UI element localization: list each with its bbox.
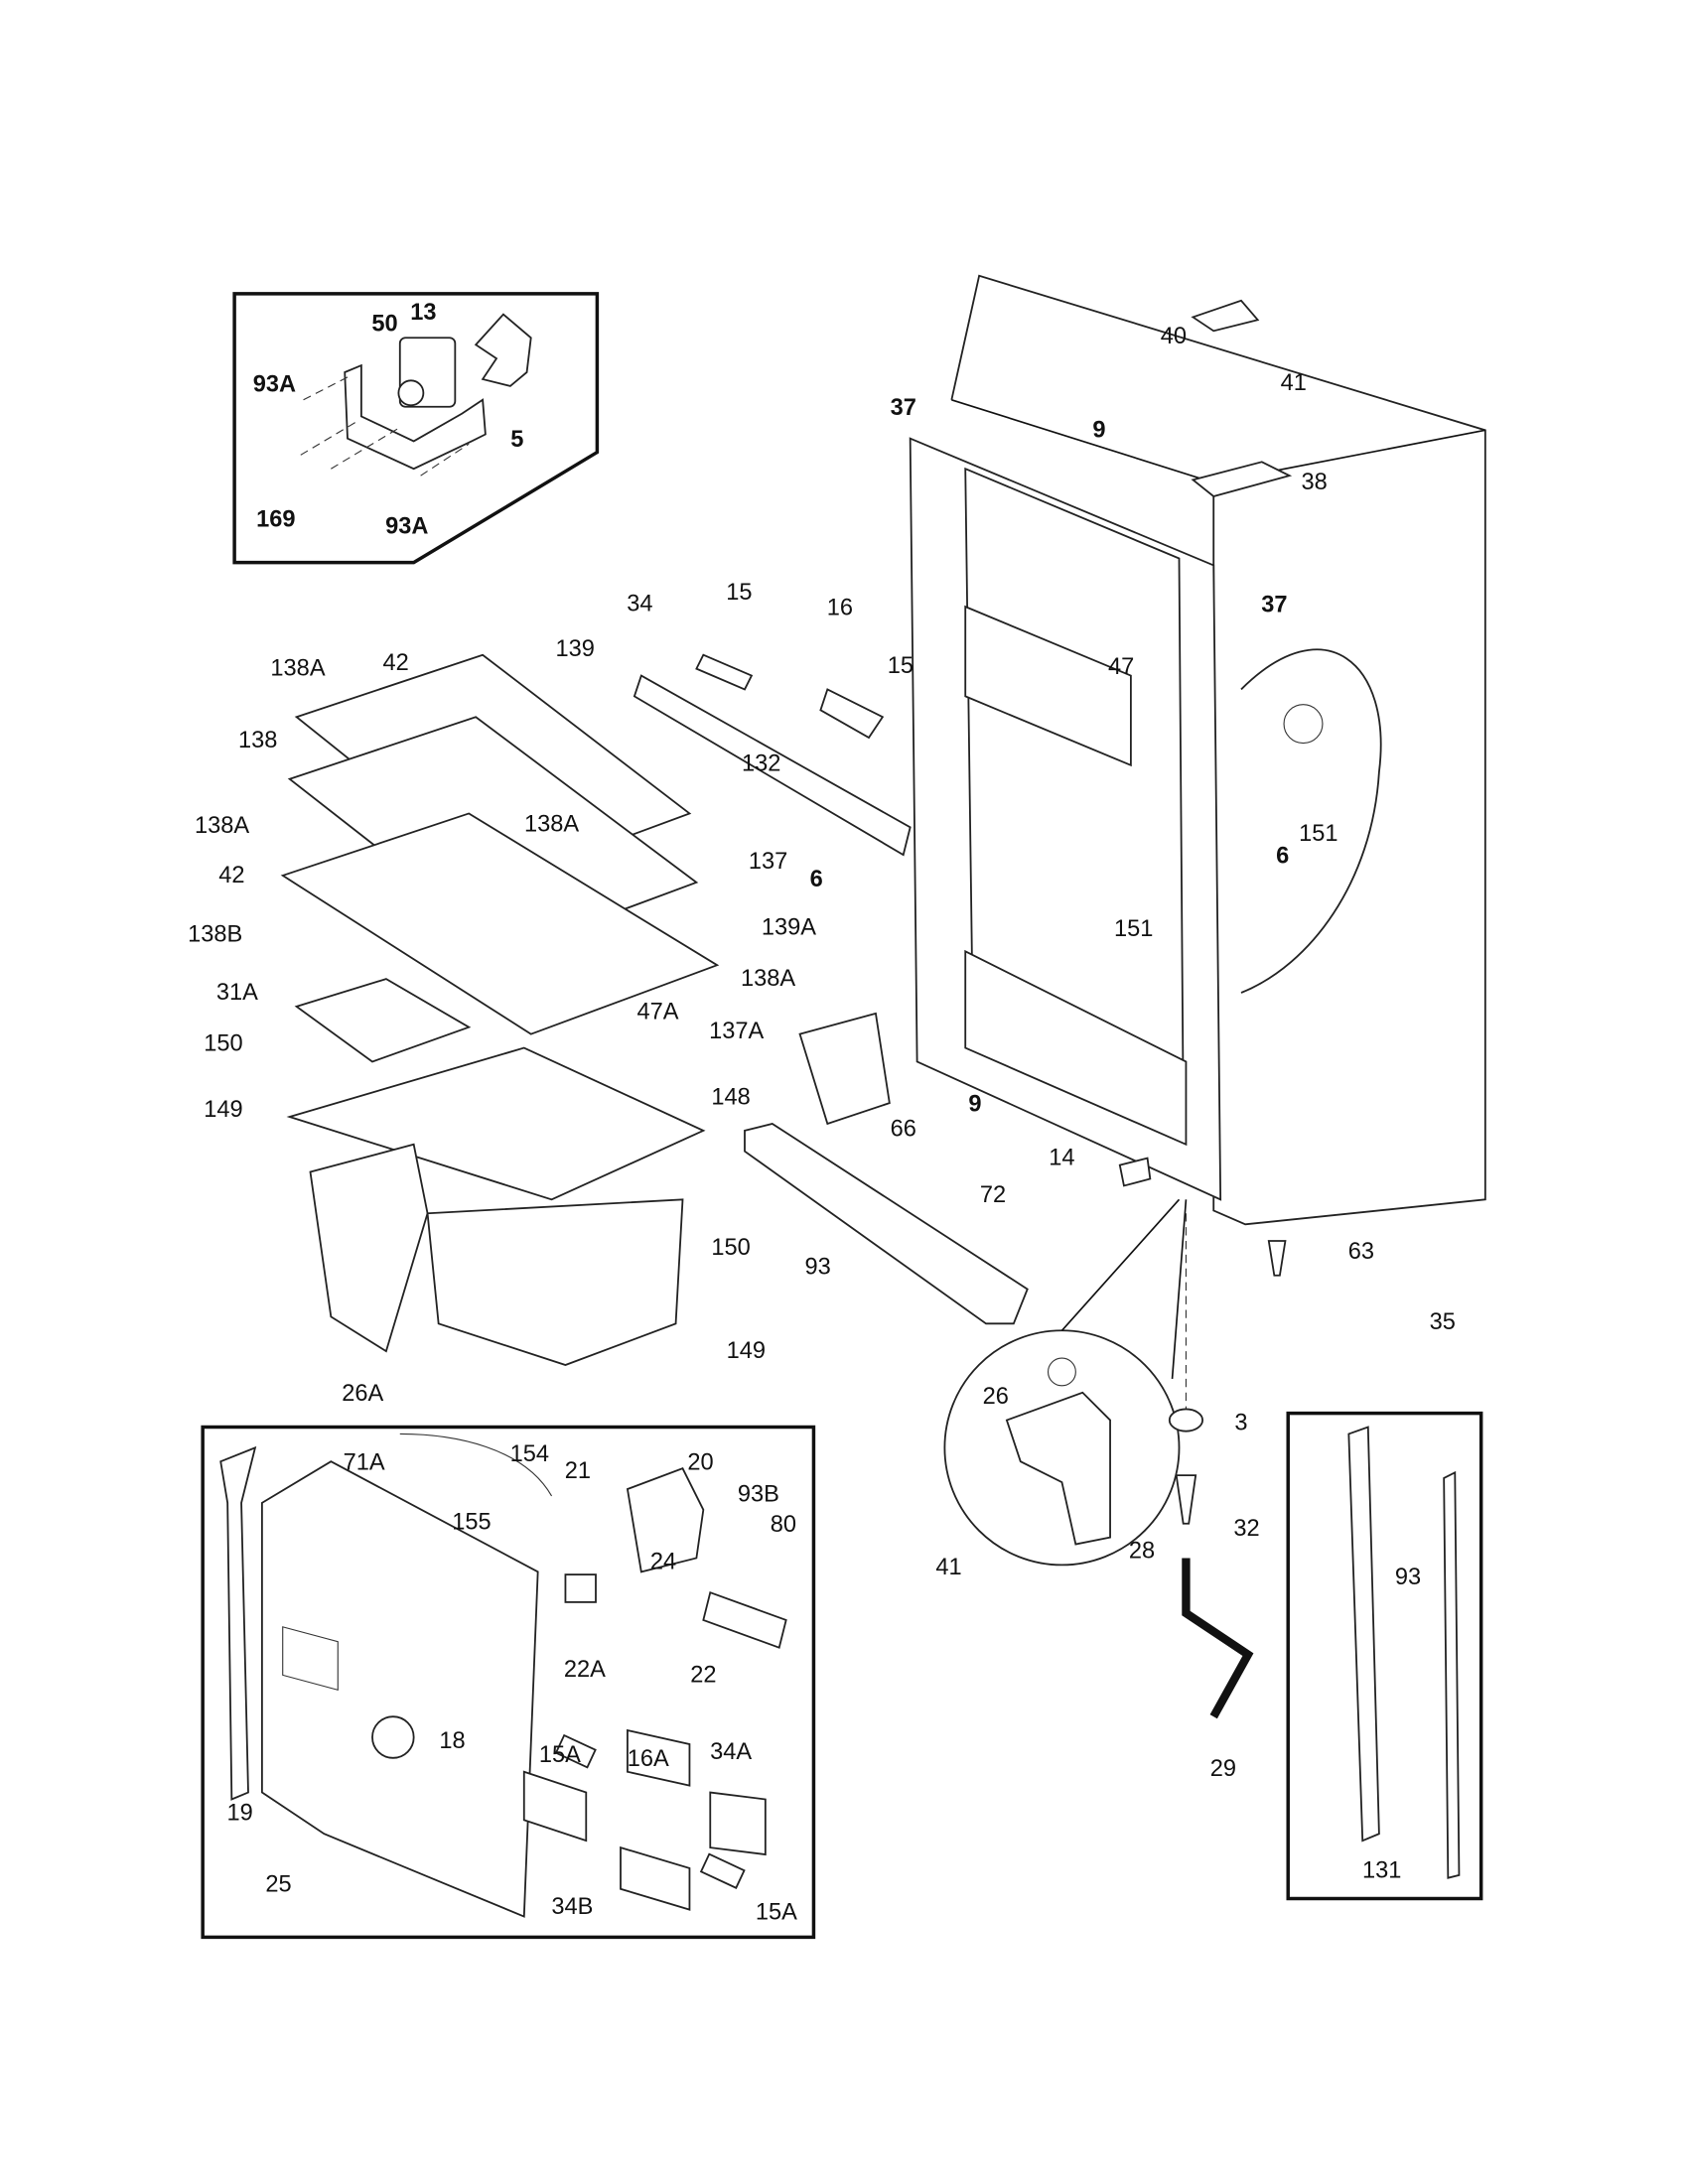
label-72: 72 — [980, 1182, 1006, 1208]
label-93a: 93A — [253, 371, 296, 397]
label-5: 5 — [510, 427, 523, 453]
label-21: 21 — [565, 1458, 591, 1484]
label-25: 25 — [265, 1872, 291, 1898]
label-154: 154 — [510, 1441, 549, 1467]
label-6: 6 — [810, 867, 823, 892]
rail-inset — [1286, 1411, 1483, 1901]
label-71a: 71A — [344, 1450, 385, 1476]
label-137a: 137A — [709, 1019, 764, 1044]
label-169: 169 — [256, 507, 295, 533]
label-138: 138 — [238, 728, 277, 753]
label-18: 18 — [439, 1728, 465, 1754]
label-47a: 47A — [636, 999, 678, 1024]
label-19: 19 — [227, 1800, 253, 1826]
label-14: 14 — [1049, 1146, 1074, 1171]
label-20: 20 — [687, 1450, 713, 1476]
label-16: 16 — [827, 595, 853, 620]
label-38: 38 — [1301, 470, 1327, 495]
label-13: 13 — [410, 300, 436, 326]
label-34b: 34B — [551, 1894, 593, 1920]
label-35: 35 — [1430, 1309, 1456, 1335]
part-labels: 50 13 93A 5 169 93A 40 41 37 9 38 37 34 … — [188, 300, 1456, 1925]
label-80: 80 — [771, 1512, 796, 1538]
label-40: 40 — [1161, 324, 1187, 349]
label-149: 149 — [727, 1338, 766, 1364]
label-9: 9 — [968, 1091, 981, 1117]
label-22: 22 — [690, 1662, 716, 1688]
label-139: 139 — [555, 636, 594, 662]
label-37: 37 — [1261, 593, 1287, 618]
label-28: 28 — [1129, 1538, 1155, 1564]
label-132: 132 — [742, 751, 780, 776]
fan-motor-inset — [232, 292, 600, 565]
label-138a: 138A — [524, 811, 579, 837]
label-151: 151 — [1299, 821, 1337, 847]
label-148: 148 — [711, 1085, 750, 1111]
label-34: 34 — [627, 591, 652, 616]
label-138b: 138B — [188, 922, 242, 948]
label-138a: 138A — [270, 656, 325, 682]
label-41: 41 — [935, 1555, 961, 1580]
label-26: 26 — [983, 1384, 1009, 1410]
label-66: 66 — [891, 1116, 916, 1142]
label-93a: 93A — [385, 514, 428, 540]
cabinet — [909, 274, 1486, 1226]
label-50: 50 — [371, 311, 397, 337]
label-31a: 31A — [216, 980, 258, 1006]
label-41: 41 — [1281, 370, 1307, 396]
label-37: 37 — [891, 395, 916, 421]
label-42: 42 — [218, 863, 244, 888]
label-26a: 26A — [342, 1381, 383, 1407]
label-150: 150 — [204, 1030, 242, 1056]
label-93: 93 — [1395, 1565, 1421, 1590]
control-panel-inset — [201, 1425, 816, 1940]
label-34a: 34A — [710, 1739, 752, 1765]
label-155: 155 — [452, 1509, 491, 1535]
label-15a: 15A — [756, 1899, 797, 1925]
label-9: 9 — [1092, 417, 1105, 443]
label-139a: 139A — [762, 915, 816, 941]
label-15: 15 — [726, 580, 752, 606]
hinge-detail — [943, 1157, 1287, 1719]
label-93: 93 — [804, 1254, 830, 1280]
label-131: 131 — [1362, 1858, 1401, 1884]
label-149: 149 — [204, 1097, 242, 1123]
label-63: 63 — [1348, 1239, 1374, 1265]
label-29: 29 — [1210, 1756, 1236, 1782]
shelves — [280, 653, 1029, 1366]
label-47: 47 — [1108, 654, 1134, 680]
label-24: 24 — [650, 1550, 676, 1575]
label-138a: 138A — [195, 813, 249, 839]
label-16a: 16A — [628, 1746, 669, 1772]
label-32: 32 — [1233, 1516, 1259, 1542]
label-138a: 138A — [741, 966, 795, 992]
label-22a: 22A — [564, 1657, 606, 1683]
label-42: 42 — [382, 650, 408, 676]
label-15: 15 — [888, 653, 914, 679]
label-151: 151 — [1114, 916, 1153, 942]
label-3: 3 — [1234, 1410, 1247, 1435]
label-6: 6 — [1276, 843, 1289, 869]
label-150: 150 — [711, 1235, 750, 1261]
label-93b: 93B — [738, 1482, 779, 1508]
label-15a: 15A — [539, 1742, 581, 1768]
label-137: 137 — [749, 849, 787, 875]
